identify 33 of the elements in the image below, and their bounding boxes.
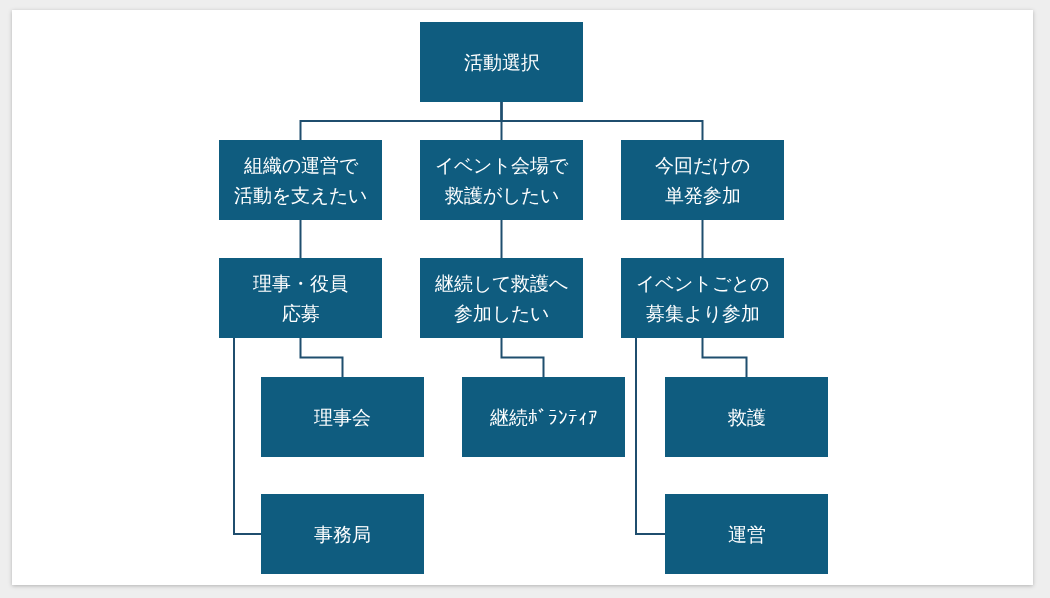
box-label: 活動選択 — [463, 50, 540, 75]
connector-line — [701, 219, 704, 259]
box-label: 継続して救護へ参加したい — [435, 271, 568, 326]
connector-line — [299, 337, 344, 378]
box-label: 理事・役員応募 — [253, 271, 348, 326]
box-label: 理事会 — [314, 405, 371, 430]
connector-line — [635, 337, 666, 535]
box-label: 救護 — [727, 405, 766, 430]
category-box — [420, 140, 583, 220]
category-box — [420, 258, 583, 338]
box-label: 今回だけの単発参加 — [655, 153, 750, 208]
connector-line — [299, 219, 302, 259]
category-box — [219, 140, 382, 220]
category-box — [621, 258, 784, 338]
category-box — [621, 140, 784, 220]
category-box — [665, 377, 828, 457]
connector-line — [500, 101, 704, 141]
box-label: イベントごとの募集より参加 — [636, 271, 769, 326]
connector-line — [233, 337, 262, 535]
box-label: イベント会場で救護がしたい — [435, 153, 568, 208]
connector-line — [500, 337, 545, 378]
box-label: 継続ﾎﾞﾗﾝﾃｨｱ — [489, 405, 598, 430]
box-label: 組織の運営で活動を支えたい — [234, 153, 367, 208]
connector-line — [500, 219, 503, 259]
category-box — [665, 494, 828, 574]
box-label: 運営 — [727, 522, 766, 547]
category-box — [420, 22, 583, 102]
category-box — [261, 494, 424, 574]
category-box — [219, 258, 382, 338]
connector-line — [701, 337, 748, 378]
box-label: 事務局 — [314, 522, 371, 547]
category-box — [261, 377, 424, 457]
category-box — [462, 377, 625, 457]
